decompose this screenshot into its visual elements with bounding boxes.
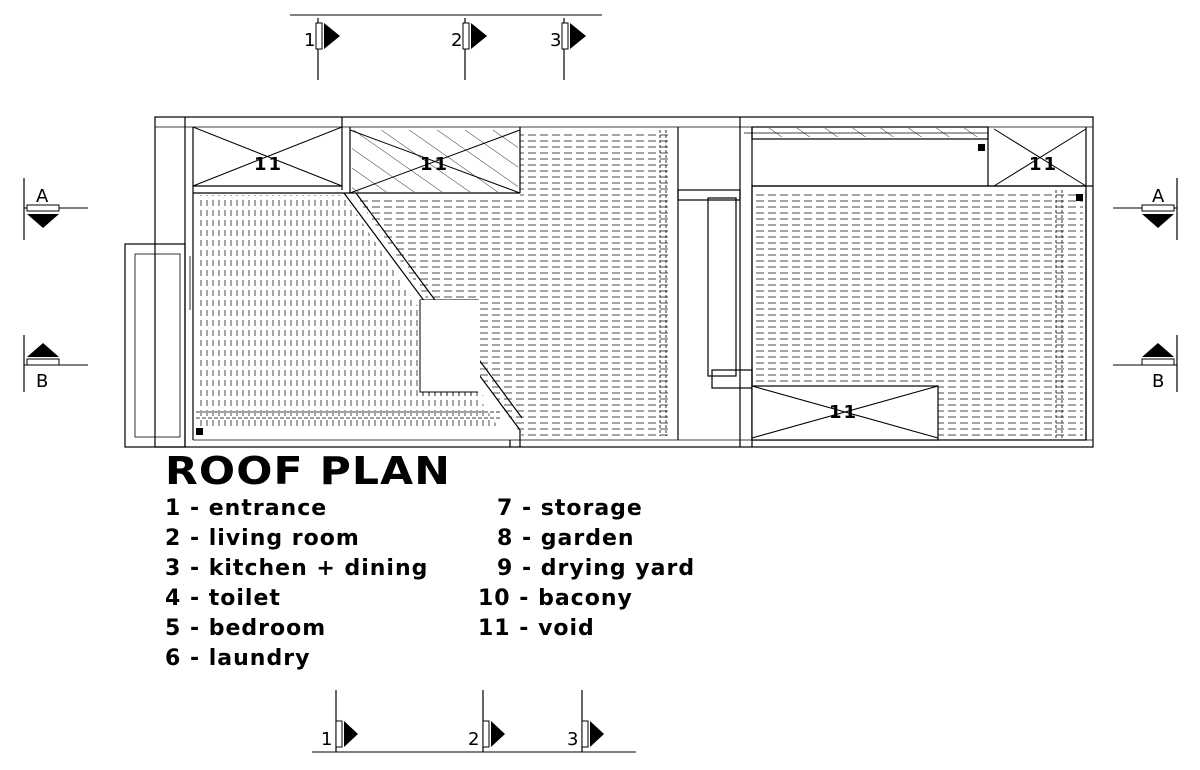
- legend-item: 9 - drying yard: [497, 556, 696, 581]
- void-cross-4: 11: [751, 385, 939, 439]
- legend-item: 7 - storage: [497, 496, 643, 521]
- grid-label-top-1: 1: [304, 30, 315, 51]
- section-markers-left: A B: [23, 178, 88, 392]
- grid-label-bottom-3: 3: [567, 729, 578, 750]
- drain-icon: [978, 144, 985, 151]
- section-label-right-b: B: [1152, 371, 1164, 392]
- legend-item: 8 - garden: [497, 526, 635, 551]
- grid-marker-top-3: 3: [550, 18, 586, 80]
- legend-item: 2 - living room: [165, 526, 360, 551]
- grid-label-bottom-1: 1: [321, 729, 332, 750]
- void-label-3: 11: [1029, 154, 1058, 175]
- void-cross-1: 11: [192, 126, 343, 187]
- drain-icon: [1076, 194, 1083, 201]
- hatch-horizontal-east-roof: [751, 190, 1083, 441]
- grid-marker-bottom-2: 2: [468, 690, 505, 752]
- legend-item: 10 - bacony: [478, 586, 633, 611]
- grid-marker-bottom-1: 1: [321, 690, 358, 752]
- void-label-4: 11: [829, 402, 858, 423]
- void-label-1: 11: [254, 154, 283, 175]
- section-label-left-a: A: [36, 186, 49, 207]
- grid-marker-bottom-3: 3: [567, 690, 604, 752]
- legend-right: 7 - storage 8 - garden 9 - drying yard 1…: [478, 494, 695, 644]
- legend-item: 11 - void: [478, 616, 595, 641]
- grid-markers-top: 1 2 3: [290, 14, 602, 80]
- section-label-left-b: B: [36, 371, 48, 392]
- grid-label-top-2: 2: [451, 30, 462, 51]
- section-markers-right: A B: [1113, 178, 1178, 392]
- section-label-right-a: A: [1152, 186, 1165, 207]
- drain-icon: [196, 428, 203, 435]
- void-label-2: 11: [420, 154, 449, 175]
- legend-item: 5 - bedroom: [165, 616, 327, 641]
- legend-item: 1 - entrance: [165, 496, 328, 521]
- void-cross-2: 11: [349, 129, 521, 194]
- grid-label-top-3: 3: [550, 30, 561, 51]
- legend-item: 3 - kitchen + dining: [165, 556, 429, 581]
- roof-drains: [196, 144, 1083, 435]
- drawing-title: ROOF PLAN: [165, 449, 451, 493]
- void-cross-3: 11: [993, 128, 1087, 187]
- legend-item: 4 - toilet: [165, 586, 281, 611]
- hatch-horizontal-living-roof: [343, 130, 670, 440]
- legend-item: 6 - laundry: [165, 646, 311, 671]
- grid-label-bottom-2: 2: [468, 729, 479, 750]
- grid-markers-bottom: 1 2 3: [312, 690, 636, 753]
- grid-marker-top-1: 1: [304, 18, 340, 80]
- grid-marker-top-2: 2: [451, 18, 487, 80]
- legend-left: 1 - entrance 2 - living room 3 - kitchen…: [165, 494, 428, 674]
